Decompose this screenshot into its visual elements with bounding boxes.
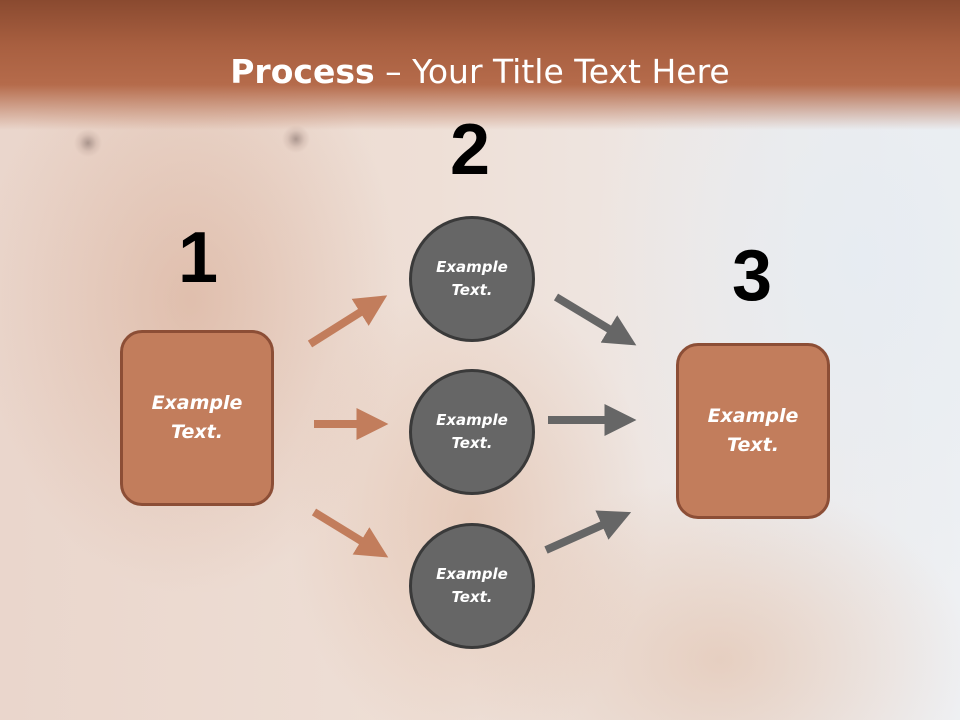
photo-eye-left <box>48 128 128 158</box>
middle-circle-top-text: Example Text. <box>436 258 508 299</box>
end-box-text: Example Text. <box>707 405 799 456</box>
arrow-from-circle-bottom <box>544 510 632 554</box>
step-number-3: 3 <box>732 236 773 316</box>
start-box-text: Example Text. <box>151 392 243 443</box>
middle-circle-middle-text: Example Text. <box>436 411 508 452</box>
step-number-1: 1 <box>178 218 219 298</box>
middle-circle-top: Example Text. <box>409 216 535 342</box>
title-banner <box>0 0 960 130</box>
middle-circle-bottom-text: Example Text. <box>436 565 508 606</box>
arrow-to-circle-top <box>307 295 388 348</box>
title-rest: – Your Title Text Here <box>374 52 730 91</box>
title-bold: Process <box>230 52 375 91</box>
middle-circle-bottom: Example Text. <box>409 523 535 649</box>
slide-title: Process – Your Title Text Here <box>0 52 960 91</box>
step-number-2: 2 <box>450 110 491 190</box>
end-box: Example Text. <box>676 343 830 519</box>
arrow-from-circle-top <box>553 293 637 346</box>
start-box: Example Text. <box>120 330 274 506</box>
arrow-to-circle-bottom <box>311 508 389 558</box>
middle-circle-middle: Example Text. <box>409 369 535 495</box>
